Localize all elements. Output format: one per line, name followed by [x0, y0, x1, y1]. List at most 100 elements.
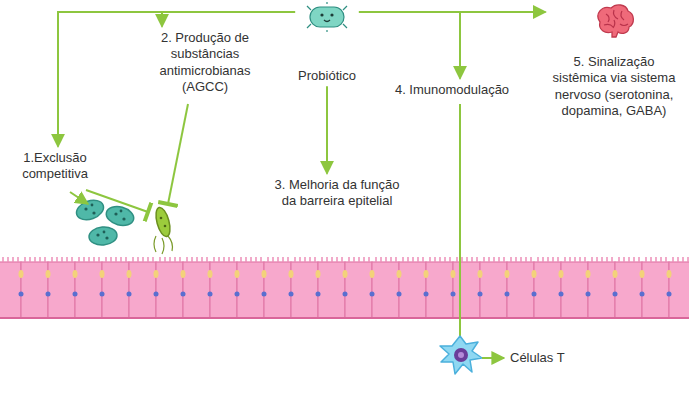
microvillus — [449, 257, 451, 262]
desmosome — [397, 292, 402, 297]
microvillus — [655, 257, 657, 262]
microvillus — [552, 257, 554, 262]
probiotic-icon — [305, 2, 349, 32]
microvillus — [105, 257, 107, 262]
microvillus — [660, 257, 662, 262]
epithelial-cell — [318, 262, 345, 318]
mechanism-text: 4. Imunomodulação — [395, 82, 509, 98]
mechanism-arrow — [359, 12, 460, 79]
microvillus — [250, 257, 252, 262]
microvillus — [88, 257, 90, 262]
microvillus — [385, 257, 387, 262]
mechanism-text: 2. Produção de substâncias antimicrobian… — [145, 30, 265, 95]
microvillus — [363, 257, 365, 262]
microvillus — [120, 257, 122, 262]
microvillus — [564, 257, 566, 262]
microvillus — [125, 257, 127, 262]
process-label: 5. Sinalização sistêmica via sistema ner… — [547, 0, 681, 121]
microvillus — [341, 257, 343, 262]
microvillus — [348, 257, 350, 262]
microvillus — [304, 257, 306, 262]
microvillus — [240, 257, 242, 262]
desmosome — [100, 292, 105, 297]
epithelial-cell — [426, 262, 453, 318]
cell-label: Células T — [508, 350, 567, 366]
tight-junction — [316, 270, 321, 278]
microvillus — [17, 257, 19, 262]
desmosome — [181, 292, 186, 297]
microvillus — [294, 257, 296, 262]
tight-junction — [154, 270, 159, 278]
microvillus — [272, 257, 274, 262]
microvillus — [434, 257, 436, 262]
microvillus — [375, 257, 377, 262]
epithelial-cell — [129, 262, 156, 318]
mechanism-text: 3. Melhoria da função da barreira epitel… — [273, 177, 401, 210]
microvillus — [179, 257, 181, 262]
process-label: 4. Imunomodulação — [392, 80, 512, 100]
microvillus — [638, 257, 640, 262]
tight-junction — [505, 270, 510, 278]
tight-junction — [451, 270, 456, 278]
microvillus — [537, 257, 539, 262]
epithelial-cell — [453, 262, 480, 318]
microvillus — [12, 257, 14, 262]
microvillus — [314, 257, 316, 262]
pathogen — [104, 204, 136, 229]
microvillus — [633, 257, 635, 262]
microvillus — [169, 257, 171, 262]
microvillus — [98, 257, 100, 262]
epithelial-cell — [183, 262, 210, 318]
microvillus — [336, 257, 338, 262]
desmosome — [505, 292, 510, 297]
tight-junction — [289, 270, 294, 278]
microvillus — [682, 257, 684, 262]
microvillus — [51, 257, 53, 262]
mechanism-text: 5. Sinalização sistêmica via sistema ner… — [550, 54, 678, 119]
epithelial-cell — [507, 262, 534, 318]
microvillus — [132, 257, 134, 262]
tight-junction — [559, 270, 564, 278]
pathogen-spots — [84, 204, 125, 240]
microvillus — [510, 257, 512, 262]
microvillus — [618, 257, 620, 262]
microvillus — [34, 257, 36, 262]
process-label: 3. Melhoria da função da barreira epitel… — [270, 175, 404, 212]
microvillus — [260, 257, 262, 262]
desmosome — [127, 292, 132, 297]
epithelial-cell — [237, 262, 264, 318]
microvillus — [78, 257, 80, 262]
epithelial-cell — [561, 262, 588, 318]
microvillus — [471, 257, 473, 262]
microvillus — [498, 257, 500, 262]
microvillus — [110, 257, 112, 262]
tight-junction — [586, 270, 591, 278]
microvillus — [611, 257, 613, 262]
epithelial-cell — [588, 262, 615, 318]
desmosome — [424, 292, 429, 297]
tight-junction — [127, 270, 132, 278]
microvillus — [358, 257, 360, 262]
microvillus — [390, 257, 392, 262]
immune-line — [459, 104, 461, 338]
microvillus — [542, 257, 544, 262]
microvillus — [456, 257, 458, 262]
microvillus — [677, 257, 679, 262]
microvillus — [584, 257, 586, 262]
microvillus — [24, 257, 26, 262]
process-label: 1.Exclusão competitiva — [9, 148, 101, 185]
inhibition-line — [86, 190, 148, 212]
microvillus — [488, 257, 490, 262]
epithelial-cell — [615, 262, 642, 318]
microvillus — [444, 257, 446, 262]
microvillus — [66, 257, 68, 262]
microvillus — [402, 257, 404, 262]
epithelial-cell — [102, 262, 129, 318]
epithelial-cell — [21, 262, 48, 318]
desmosome — [262, 292, 267, 297]
microvillus — [56, 257, 58, 262]
microvillus — [596, 257, 598, 262]
tight-junction — [613, 270, 618, 278]
microvillus — [331, 257, 333, 262]
